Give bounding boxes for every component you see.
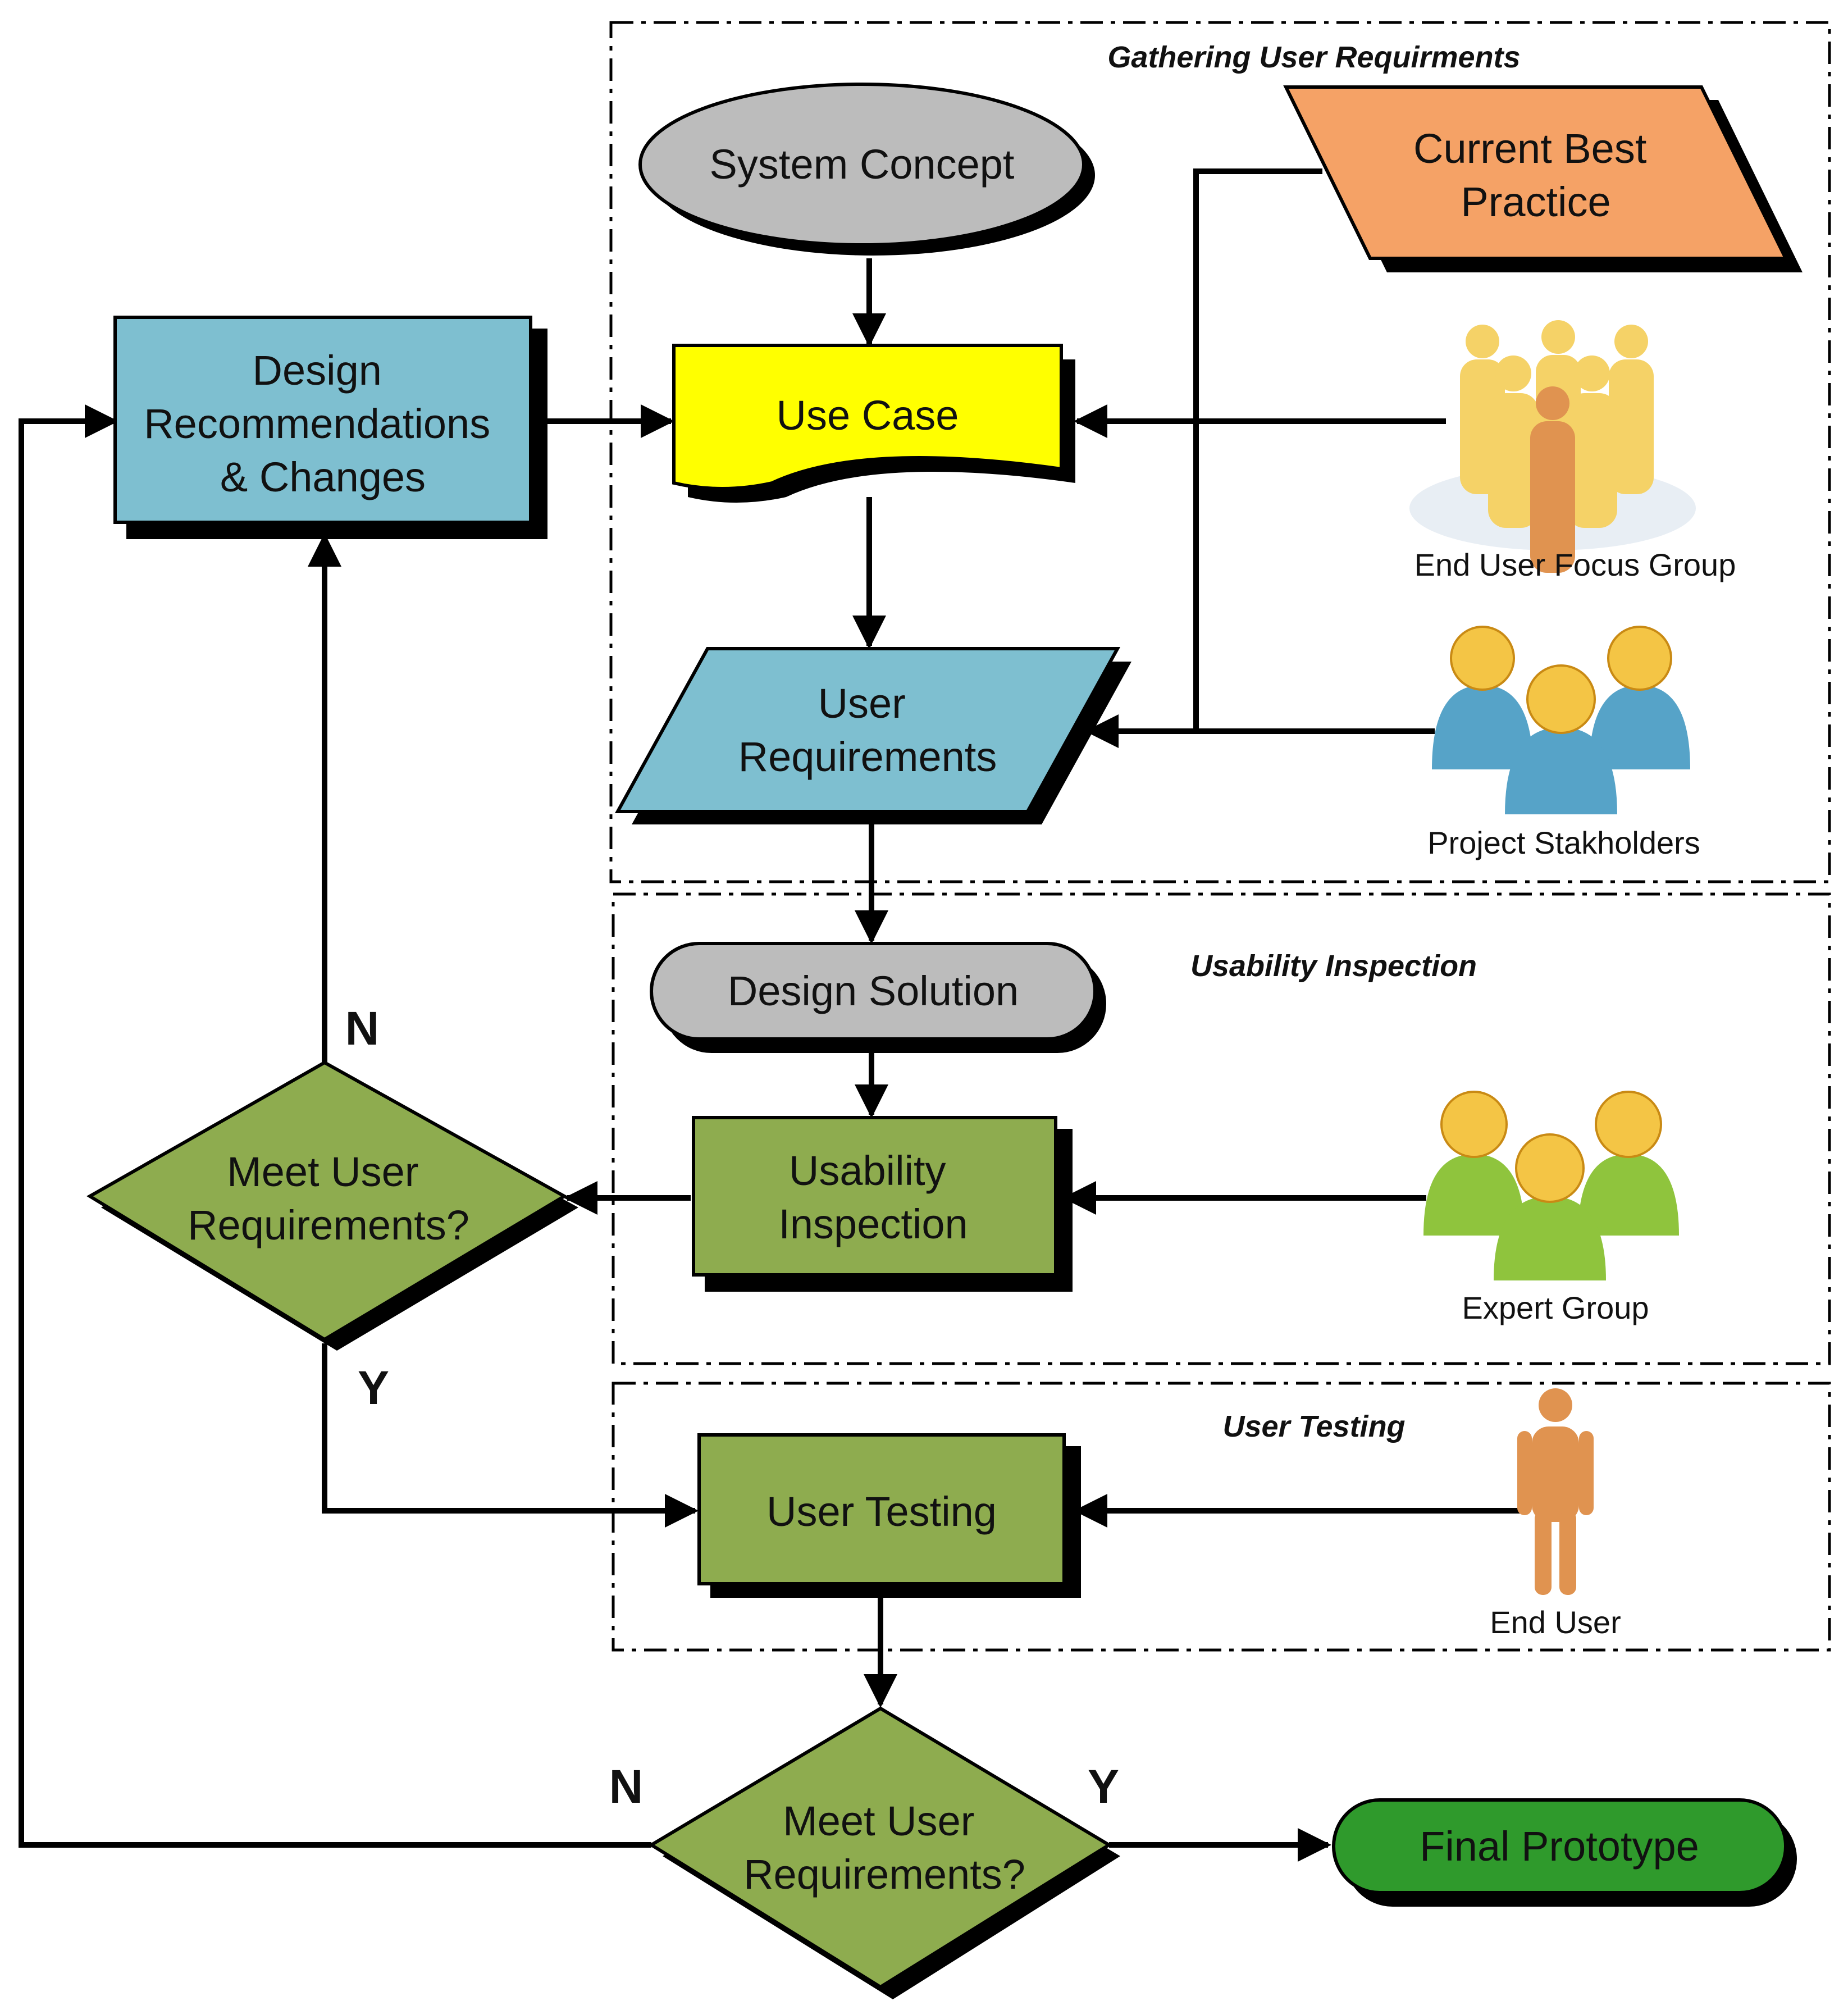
node-decision-1-line-1: Meet User <box>227 1148 418 1195</box>
node-design-solution: Design Solution <box>650 942 1106 1053</box>
people-expert-group-label: Expert Group <box>1462 1290 1649 1325</box>
node-current-best-practice: Current Best Practice <box>1283 85 1803 272</box>
node-design-recommendations-line-2: Recommendations <box>144 400 490 447</box>
branch-label-d2-yes: Y <box>1088 1760 1119 1813</box>
node-system-concept: System Concept <box>638 83 1095 256</box>
people-focus-group-label: End User Focus Group <box>1414 547 1736 582</box>
node-usability-inspection-line-1: Usability <box>789 1147 946 1194</box>
node-final-prototype: Final Prototype <box>1332 1798 1797 1907</box>
branch-label-d2-no: N <box>609 1760 644 1813</box>
people-end-user-label: End User <box>1490 1605 1621 1640</box>
node-user-requirements-label: User Requirements <box>738 680 997 780</box>
node-user-testing-label: User Testing <box>766 1488 997 1535</box>
region-gathering <box>609 21 1831 883</box>
node-design-recommendations-line-1: Design <box>253 347 382 394</box>
node-system-concept-label: System Concept <box>710 141 1015 188</box>
region-title-inspection: Usability Inspection <box>1190 949 1477 983</box>
edge-bestpractice-to-requirements <box>1193 168 1322 731</box>
node-decision-2-label: Meet User Requirements? <box>743 1798 1025 1898</box>
edge-decision1-yes <box>322 1343 699 1528</box>
node-design-recommendations-line-3: & Changes <box>220 454 426 500</box>
node-usability-inspection-line-2: Inspection <box>778 1201 968 1247</box>
node-decision-2: Meet User Requirements? <box>648 1706 1120 1999</box>
node-current-best-practice-line-1: Current Best <box>1413 125 1647 172</box>
node-decision-1-label: Meet User Requirements? <box>188 1148 469 1248</box>
people-stakeholders-label: Project Stakholders <box>1427 825 1700 860</box>
node-decision-1: Meet User Requirements? <box>86 1060 578 1351</box>
node-decision-1-line-2: Requirements? <box>188 1202 469 1248</box>
node-usability-inspection-label: Usability Inspection <box>778 1147 968 1247</box>
node-final-prototype-label: Final Prototype <box>1420 1823 1699 1870</box>
people-focus-group-icon <box>1409 320 1696 573</box>
people-end-user-icon <box>1517 1388 1594 1595</box>
node-current-best-practice-line-2: Practice <box>1461 179 1610 225</box>
node-decision-2-line-1: Meet User <box>783 1798 974 1844</box>
region-title-gathering: Gathering User Requirments <box>1107 40 1520 74</box>
edge-decision2-no <box>19 404 651 1848</box>
node-user-testing: User Testing <box>697 1433 1081 1598</box>
branch-label-d1-yes: Y <box>358 1361 389 1414</box>
node-user-requirements-line-1: User <box>818 680 906 727</box>
node-decision-2-line-2: Requirements? <box>743 1851 1025 1898</box>
node-design-solution-label: Design Solution <box>728 968 1019 1014</box>
people-stakeholders-icon <box>1432 626 1690 814</box>
node-design-recommendations-label: Design Recommendations & Changes <box>144 347 502 500</box>
node-usability-inspection: Usability Inspection <box>692 1116 1073 1292</box>
region-testing <box>612 1382 1831 1652</box>
node-user-requirements: User Requirements <box>614 647 1131 824</box>
node-use-case: Use Case <box>672 344 1075 503</box>
region-title-testing: User Testing <box>1222 1410 1405 1443</box>
people-expert-group-icon <box>1423 1091 1679 1280</box>
branch-label-d1-no: N <box>345 1002 380 1055</box>
region-inspection <box>612 892 1831 1365</box>
node-use-case-label: Use Case <box>777 392 959 439</box>
node-user-requirements-line-2: Requirements <box>738 733 997 780</box>
node-current-best-practice-label: Current Best Practice <box>1413 125 1658 225</box>
node-design-recommendations: Design Recommendations & Changes <box>113 316 547 539</box>
